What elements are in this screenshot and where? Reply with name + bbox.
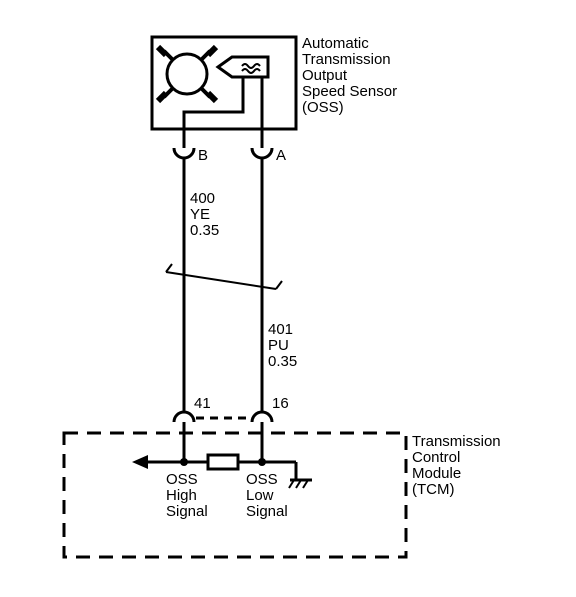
junction-dot-low (258, 458, 266, 466)
wire-a-circuit: 401 (268, 321, 294, 338)
oss-high-signal-line: High (166, 487, 197, 504)
pin-41-label: 41 (194, 395, 211, 412)
sensor-pickup-icon (215, 55, 270, 79)
sensor-internal-wire-b (182, 77, 245, 148)
sensor-name-line: Output (302, 67, 348, 84)
wire-a-spec: 401 PU 0.35 (268, 322, 297, 370)
oss-high-signal-label: OSS High Signal (166, 472, 208, 520)
junction-dot-high (180, 458, 188, 466)
oss-high-signal-line: OSS (166, 471, 198, 488)
sensor-name-line: Speed Sensor (302, 83, 398, 100)
wire-a-gauge: 0.35 (268, 353, 298, 370)
connector-b-cup (172, 147, 196, 160)
tcm-name-line: Module (412, 465, 462, 482)
wire-a-color: PU (268, 337, 289, 354)
oss-low-signal-label: OSS Low Signal (246, 472, 288, 520)
oss-low-signal-line: Signal (246, 503, 288, 520)
tcm-name-line: Transmission (412, 433, 501, 450)
resistor-icon (206, 453, 240, 471)
sensor-name-line: Transmission (302, 51, 391, 68)
oss-low-signal-line: OSS (246, 471, 278, 488)
oss-low-signal-line: Low (246, 487, 274, 504)
pin-16-label: 16 (272, 395, 289, 412)
wire-b-circuit: 400 (190, 190, 216, 207)
sensor-gear-icon (155, 44, 219, 104)
connector-16-cup (250, 410, 274, 423)
oss-high-signal-line: Signal (166, 503, 208, 520)
wire-b-spec: 400 YE 0.35 (190, 191, 219, 239)
oss-sensor-box (150, 35, 298, 131)
sensor-name: Automatic Transmission Output Speed Sens… (302, 36, 397, 116)
tcm-name-line: (TCM) (412, 481, 455, 498)
connector-41-cup (172, 410, 196, 423)
tcm-name-line: Control (412, 449, 461, 466)
pin-b-label: B (198, 147, 209, 164)
sensor-name-line: (OSS) (302, 99, 344, 116)
wire-b-color: YE (190, 206, 211, 223)
ground-icon (288, 478, 312, 489)
wire-b-gauge: 0.35 (190, 222, 220, 239)
sensor-name-line: Automatic (302, 35, 369, 52)
wire-break-symbol (165, 263, 283, 290)
tcm-name: Transmission Control Module (TCM) (412, 434, 501, 498)
tcm-box (62, 431, 408, 559)
pin-a-label: A (276, 147, 287, 164)
arrow-left-icon (132, 455, 148, 469)
connector-a-cup (250, 147, 274, 160)
